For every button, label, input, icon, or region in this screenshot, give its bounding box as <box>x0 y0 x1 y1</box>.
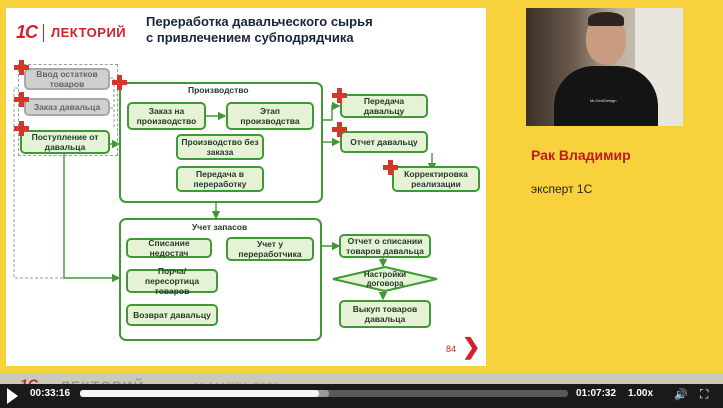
red-cross-icon <box>14 121 29 136</box>
volume-icon[interactable]: 🔊 <box>674 389 688 401</box>
shortage-writeoff-box: Списание недостач <box>126 238 212 258</box>
next-slide-chevron-icon[interactable]: ❯ <box>462 334 481 359</box>
production-frame <box>119 82 323 203</box>
presenter-hair <box>588 12 624 26</box>
logo-1c-mark: 1С <box>16 22 38 42</box>
inventory-frame <box>119 218 322 341</box>
slide: 1С ЛЕКТОРИЙ Переработка давальческого сы… <box>6 8 486 366</box>
lectorium-logo: 1С ЛЕКТОРИЙ <box>16 22 126 43</box>
receipt-from-customer-box: Поступление от давальца <box>20 130 110 154</box>
current-time: 00:33:16 <box>30 388 71 399</box>
input-balances-box: Ввод остатков товаров <box>24 68 110 90</box>
transfer-to-customer-box: Передача давальцу <box>340 94 428 118</box>
progress-fill <box>80 390 320 397</box>
buyout-box: Выкуп товаров давальца <box>339 300 431 328</box>
logo-divider <box>43 23 45 42</box>
progress-bar[interactable] <box>80 390 568 397</box>
fullscreen-icon[interactable]: ⛶ <box>700 387 709 401</box>
production-stage-box: Этап производства <box>226 102 314 130</box>
inputs-dashed-group <box>18 64 118 156</box>
contract-settings-label: Настройки договора <box>363 270 407 288</box>
writeoff-report-box: Отчет о списании товаров давальца <box>339 234 431 258</box>
play-icon[interactable] <box>7 388 18 404</box>
red-cross-icon <box>14 60 29 75</box>
page-number: 84 <box>446 344 457 354</box>
logo-text: ЛЕКТОРИЙ <box>51 25 127 40</box>
slide-title: Переработка давальческого сырья с привле… <box>146 14 373 46</box>
return-to-customer-box: Возврат давальцу <box>126 304 218 326</box>
damage-regrade-box: Порча/пересортица товаров <box>126 266 218 296</box>
shirt-print: Mr.Ded/Design <box>590 98 617 103</box>
red-cross-icon <box>332 122 347 137</box>
red-cross-icon <box>383 160 398 175</box>
transfer-to-processing-box: Передача в переработку <box>176 166 264 192</box>
slide-title-line1: Переработка давальческого сырья <box>146 14 373 29</box>
red-cross-icon <box>112 75 127 90</box>
presenter-video: Mr.Ded/Design <box>526 8 683 126</box>
production-title: Производство <box>188 85 249 95</box>
total-time: 01:07:32 <box>576 388 617 399</box>
red-cross-icon <box>14 92 29 107</box>
customer-report-box: Отчет давальцу <box>340 131 428 153</box>
red-cross-icon <box>332 88 347 103</box>
at-processor-box: Учет у переработчика <box>226 237 314 261</box>
sales-correction-box: Корректировка реализации <box>392 166 480 192</box>
slide-title-line2: с привлечением субподрядчика <box>146 30 354 45</box>
production-no-order-box: Производство без заказа <box>176 134 264 160</box>
playback-speed[interactable]: 1.00x <box>628 388 654 399</box>
presenter-role: эксперт 1С <box>531 182 593 196</box>
inventory-title: Учет запасов <box>192 222 248 232</box>
presenter-name: Рак Владимир <box>531 147 631 163</box>
customer-order-box: Заказ давальца <box>24 98 110 116</box>
order-to-production-box: Заказ на производство <box>127 102 206 130</box>
presenter-body <box>554 66 658 126</box>
contract-settings-diamond <box>332 266 438 292</box>
